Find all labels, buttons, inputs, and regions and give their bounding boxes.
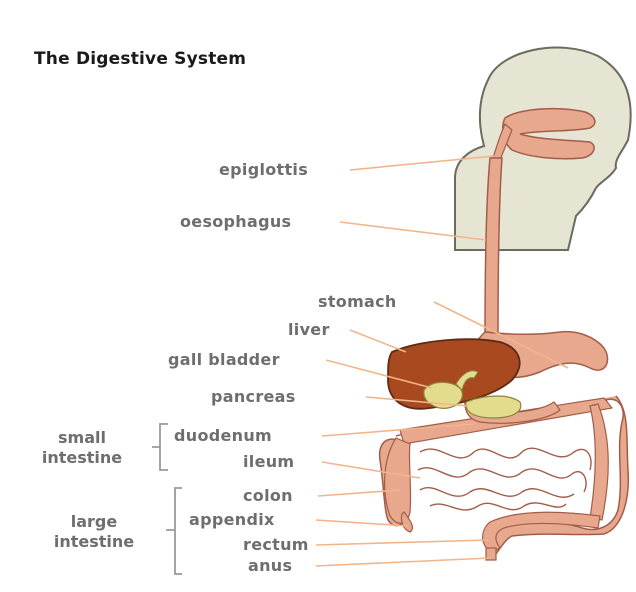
liver-shape (387, 338, 521, 410)
line-colon (317, 489, 401, 497)
label-duodenum: duodenum (174, 426, 272, 445)
line-gall-bladder (325, 359, 433, 389)
line-stomach (433, 301, 569, 369)
line-epiglottis (349, 155, 495, 171)
group-small-intestine-line2: intestine (41, 448, 123, 467)
line-rectum (315, 539, 489, 546)
bile-duct (455, 370, 479, 391)
label-anus: anus (248, 556, 293, 575)
label-epiglottis: epiglottis (219, 160, 309, 179)
small-intestine-bracket (152, 423, 168, 471)
label-pancreas: pancreas (211, 387, 296, 406)
label-ileum: ileum (243, 452, 295, 471)
label-rectum: rectum (243, 535, 309, 554)
group-large-intestine-line2: intestine (53, 532, 135, 551)
leader-lines (315, 155, 569, 567)
label-oesophagus: oesophagus (180, 212, 292, 231)
label-appendix: appendix (189, 510, 275, 529)
line-ileum (321, 461, 421, 479)
line-pancreas (365, 396, 469, 407)
line-liver (349, 329, 407, 353)
appendix-shape (400, 511, 414, 533)
pancreas-shape (465, 395, 522, 419)
label-liver: liver (288, 320, 330, 339)
small-intestine-coils (417, 447, 592, 511)
group-brackets (152, 423, 182, 575)
line-oesophagus (339, 221, 487, 241)
large-intestine-bracket (166, 487, 182, 575)
descending-colon (589, 403, 609, 521)
oral-cavity (502, 107, 596, 160)
group-small-intestine-line1: small (58, 428, 106, 447)
group-small-intestine: small intestine (12, 428, 152, 468)
group-large-intestine-line1: large (70, 512, 118, 531)
gall-bladder-shape (423, 381, 463, 409)
line-anus (315, 557, 491, 567)
label-colon: colon (243, 486, 293, 505)
label-stomach: stomach (318, 292, 397, 311)
diagram-title: The Digestive System (34, 49, 247, 69)
label-gall-bladder: gall bladder (168, 350, 280, 369)
anus-end (485, 547, 497, 561)
line-duodenum (321, 423, 475, 437)
line-appendix (315, 519, 409, 527)
group-large-intestine: large intestine (24, 512, 164, 552)
